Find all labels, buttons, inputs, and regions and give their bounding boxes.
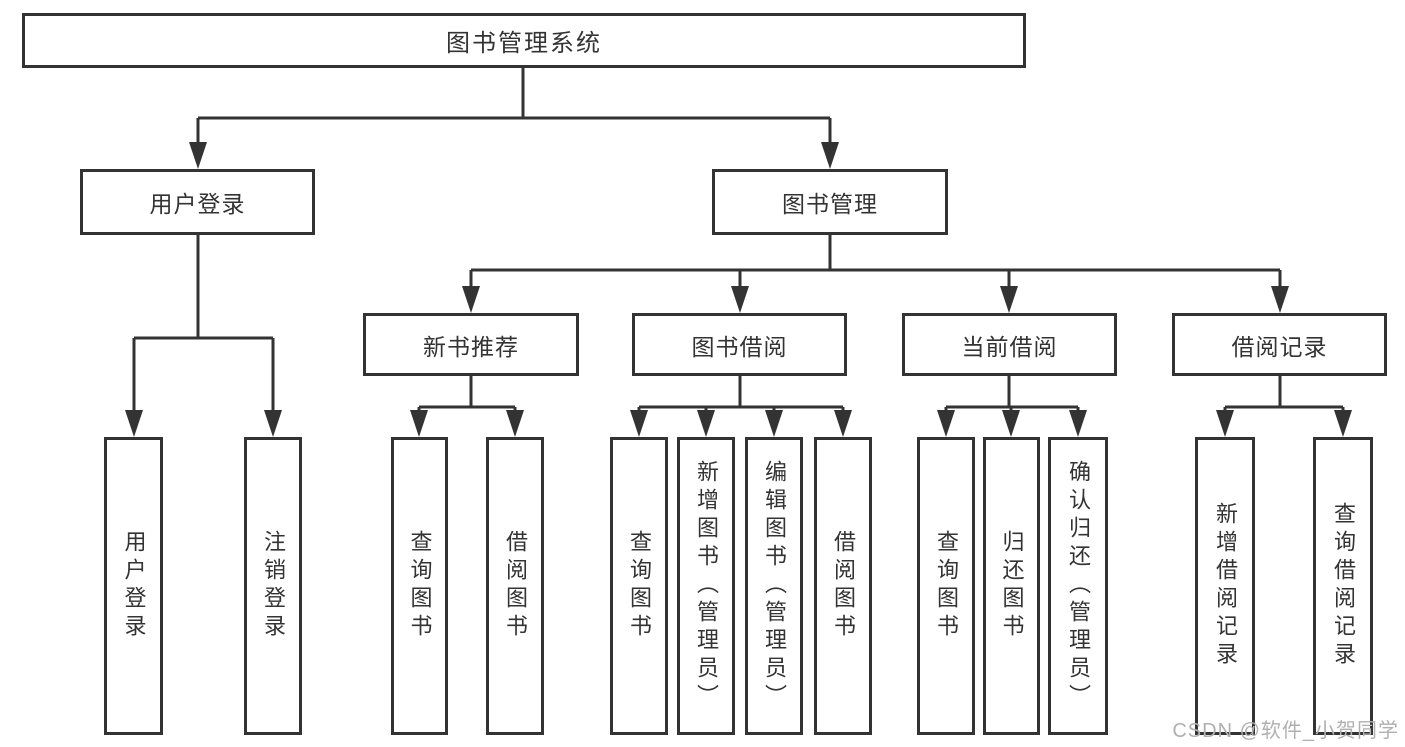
node-book-borrowing: 图书借阅 [632,313,847,376]
node-book-borrowing-label: 图书借阅 [691,333,788,360]
node-root-library-management-system: 图书管理系统 [22,13,1026,68]
leaf-add-books-admin: 新增图书（管理员） [677,437,735,735]
node-book-management-label: 图书管理 [782,191,878,217]
leaf-return-books: 归还图书 [983,437,1040,735]
leaf-query-borrow-record: 查询借阅记录 [1313,437,1373,735]
csdn-watermark: CSDN @软件_小贺同学 [1172,720,1399,742]
leaf-query-books-borrow: 查询图书 [610,437,668,735]
leaf-edit-books-admin: 编辑图书（管理员） [745,437,803,735]
leaf-confirm-return-admin: 确认归还（管理员） [1048,437,1108,735]
node-borrowing-records: 借阅记录 [1172,313,1387,376]
leaf-add-borrow-record: 新增借阅记录 [1195,437,1255,735]
leaf-borrow-books-new-label: 借阅图书 [503,530,528,642]
leaf-query-books-new: 查询图书 [391,437,448,735]
leaf-edit-books-admin-label: 编辑图书（管理员） [762,460,787,712]
leaf-add-borrow-record-label: 新增借阅记录 [1213,502,1238,670]
node-user-login: 用户登录 [80,169,315,235]
leaf-query-books-borrow-label: 查询图书 [627,530,652,642]
leaf-query-books-new-label: 查询图书 [407,530,433,642]
leaf-logout-label: 注销登录 [261,530,286,642]
node-current-borrowing: 当前借阅 [902,313,1117,376]
leaf-user-login: 用户登录 [104,437,163,735]
leaf-query-borrow-record-label: 查询借阅记录 [1331,502,1356,670]
leaf-borrow-books-label: 借阅图书 [831,530,856,642]
leaf-borrow-books-new: 借阅图书 [486,437,544,735]
node-root-label: 图书管理系统 [446,30,602,57]
node-new-book-recommend-label: 新书推荐 [423,333,519,360]
node-book-management: 图书管理 [712,169,948,235]
leaf-return-books-label: 归还图书 [999,530,1025,642]
leaf-user-login-label: 用户登录 [121,530,147,642]
node-user-login-label: 用户登录 [149,191,246,217]
leaf-logout: 注销登录 [244,437,302,735]
node-borrowing-records-label: 借阅记录 [1231,333,1328,360]
leaf-add-books-admin-label: 新增图书（管理员） [694,460,719,712]
leaf-query-books-current-label: 查询图书 [934,530,959,642]
leaf-query-books-current: 查询图书 [917,437,975,735]
node-new-book-recommend: 新书推荐 [363,313,579,376]
node-current-borrowing-label: 当前借阅 [961,333,1058,360]
leaf-confirm-return-admin-label: 确认归还（管理员） [1066,460,1091,712]
leaf-borrow-books: 借阅图书 [814,437,872,735]
